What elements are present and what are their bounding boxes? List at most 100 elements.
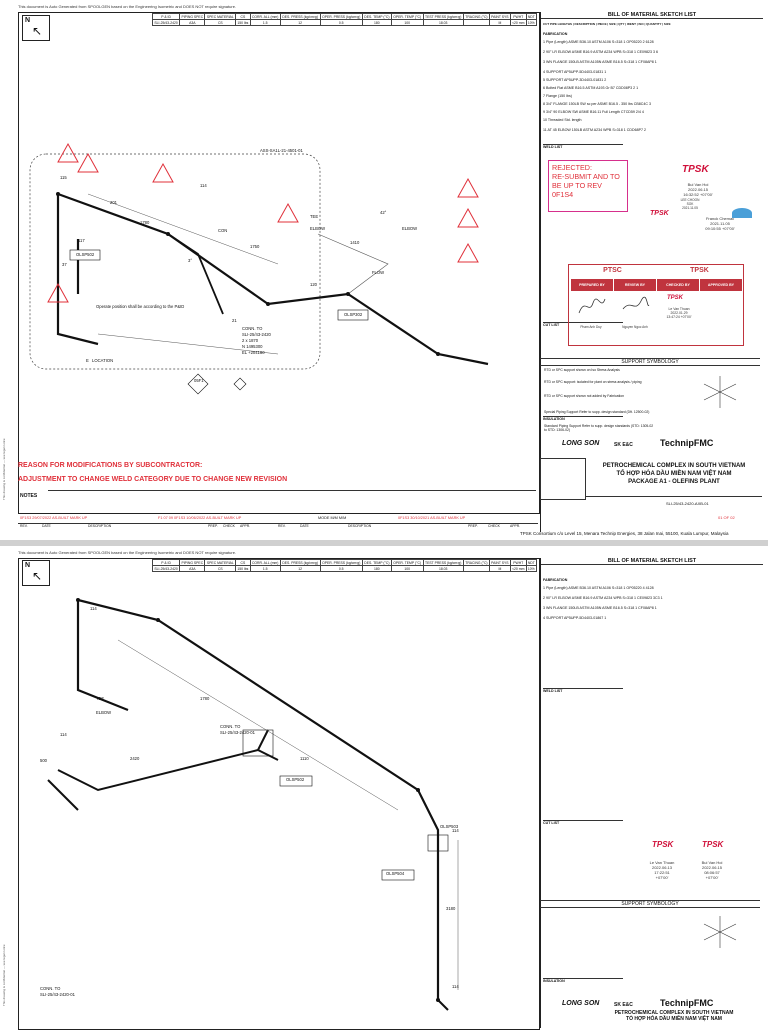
prop-value: M xyxy=(488,565,511,572)
bom-row: 9 3/4" 90 ELBOW SW ASME B16.11 Full Leng… xyxy=(543,110,644,114)
axis-symbol-icon xyxy=(703,376,737,408)
bom-title: BILL OF MATERIAL SKETCH LIST xyxy=(541,12,763,19)
prop-value: CS xyxy=(204,19,237,26)
prepared-name: Pham Anh Duy xyxy=(580,325,602,329)
connection-marker xyxy=(233,377,247,391)
dimension-label: 1780 xyxy=(140,220,150,225)
pipe-run xyxy=(56,194,99,346)
stamp-tz: +07'00' xyxy=(655,875,669,880)
rev-header: DESCRIPTION xyxy=(88,524,112,528)
support-symbology-title: SUPPORT SYMBOLOGY xyxy=(540,900,760,908)
sk-ec-logo: SK E&C xyxy=(614,1002,633,1008)
prop-value: 150 lbs xyxy=(235,19,251,26)
prop-value: 1.5 xyxy=(249,565,281,572)
checked-by-cell: CHECKED BY xyxy=(657,279,699,291)
revision-entry: F1 07 09 0F1S3 10/06/2022 AS-BUILT MARK … xyxy=(158,516,242,520)
checked-stamp: Le Van Thuan 2022.01.29 13:47:24 +07'00' xyxy=(659,307,699,319)
dimension-line xyxy=(317,233,389,295)
weld-number-label: 114 xyxy=(200,183,207,188)
north-arrow-icon: ↖ xyxy=(32,569,43,583)
conn-label: CONN. TO xyxy=(40,986,61,991)
isometric-drawing-1 xyxy=(29,142,489,395)
insulation-title: INSULATION xyxy=(543,978,623,983)
angle-label: 3° xyxy=(188,258,193,263)
symbology-row: RTD or SPC support: isolated for plant o… xyxy=(544,380,642,384)
elevation-label: EL +204180 xyxy=(242,350,265,355)
prop-value: M xyxy=(488,19,511,26)
bom-row: 3 WN FLANGE 150LB ASTM A105N ASME B16.5 … xyxy=(543,606,657,610)
pipe-run xyxy=(437,999,449,1011)
signature-stamp-lee: LEE CHOON SOK 2021.11.05 xyxy=(670,198,710,210)
prop-value: A3A xyxy=(179,565,206,572)
component-label: TEE xyxy=(310,214,319,219)
project-title-vn: TỔ HỢP HÓA DẦU MIỀN NAM VIỆT NAM xyxy=(626,1016,722,1022)
bom-row: 3 WN FLANGE 150LB ASTM A105N ASME B16.5 … xyxy=(543,60,657,64)
cut-list-title: CUT LIST xyxy=(543,322,623,327)
stamp-name: Bui Van Hoi xyxy=(687,182,709,187)
bom-header: ISO xyxy=(638,22,644,26)
bom-row: 2 90° LR ELBOW ASME B16.9 ASTM A234 WPB … xyxy=(543,596,663,600)
stamp-name: Le Van Thuan xyxy=(649,860,675,865)
stamp-time: 09:10:55 +07'00' xyxy=(705,226,735,231)
stamp-date: 2022.06.15 xyxy=(701,865,723,870)
reject-line: 0F1S4 xyxy=(552,190,574,199)
north-indicator: N ↖ xyxy=(22,560,50,586)
stamp-time: 13:47:24 +07'00' xyxy=(666,315,692,319)
signature-prepared xyxy=(578,298,606,314)
support-tag-box xyxy=(69,249,101,261)
bom-header: IDENT xyxy=(626,22,636,26)
sheet-divider xyxy=(0,540,768,546)
bom-title: BILL OF MATERIAL SKETCH LIST xyxy=(541,558,763,565)
support-frame xyxy=(427,834,449,852)
dimension-label: 500 xyxy=(40,758,47,763)
revision-cloud xyxy=(29,153,321,370)
tpsk-logo: TPSK xyxy=(702,840,724,849)
dimension-line xyxy=(117,639,399,811)
symbology-row: RTD or SPC support shown on Iso Stress A… xyxy=(544,368,620,372)
header-note: This document is Auto Generated from SPO… xyxy=(18,4,237,9)
dimension-label: 1750 xyxy=(250,244,260,249)
revision-header-row: REV. DATE DESCRIPTION PREP. CHECK APPR. … xyxy=(18,523,538,530)
stamp-line: LEE CHOON xyxy=(680,198,700,202)
prepared-by-cell: PREPARED BY xyxy=(571,279,613,291)
revision-triangle xyxy=(47,282,69,303)
weld-point xyxy=(266,302,270,306)
reason-detail: ADJUSTMENT TO CHANGE WELD CATEGORY DUE T… xyxy=(18,476,288,483)
weld-point xyxy=(346,292,350,296)
pipe-run xyxy=(47,779,79,811)
weld-number-label: 114 xyxy=(60,732,67,737)
revision-entry: 0F1S3 30/10/2021 AS-BUILT MARK UP xyxy=(398,516,466,520)
dimension-line xyxy=(97,333,279,355)
side-legal-note: This drawing is confidential — see legal… xyxy=(2,944,6,1006)
bom-row: 5 SUPPORT AP5UPP-3D4403-01831 2 xyxy=(543,78,607,82)
ptsc-title: PTSC xyxy=(603,267,622,274)
footer-address: TPSK Consortium c/o Level 15, Menara Tec… xyxy=(520,531,729,536)
pipe-run xyxy=(57,729,269,792)
signature-stamp-bui: Bui Van Hoi 2022.06.15 08:06:57 +07'00' xyxy=(690,860,734,880)
revision-strip: 0F1S3 29/07/2022 AS-BUILT MARK UP F1 07 … xyxy=(18,513,538,524)
bom-row: 4 SUPPORT AP5UPP-5D4403-01867 1 xyxy=(543,616,607,620)
rev-header: DATE xyxy=(300,524,309,528)
prop-value: 150 lbs xyxy=(235,565,251,572)
weld-number-label: 115 xyxy=(60,175,67,180)
approved-by-cell: APPROVED BY xyxy=(700,279,742,291)
component-label: ELBOW xyxy=(96,710,112,715)
support-tag-box xyxy=(279,775,313,787)
prop-value: 0.5 xyxy=(319,565,363,572)
bom-header-row: CUT PIPE LENGTHS | DESCRIPTION | PIECE |… xyxy=(543,22,671,26)
support-tag: OLSP302 xyxy=(344,312,363,317)
revision-entry: 0F1S3 29/07/2022 AS-BUILT MARK UP xyxy=(20,516,88,520)
drawing-sheet-1: This document is Auto Generated from SPO… xyxy=(2,4,765,536)
prop-value: 0.5 xyxy=(319,19,363,26)
weld-number-label: 114 xyxy=(452,828,459,833)
bom-header: DESCRIPTION xyxy=(574,22,596,26)
pipe-run xyxy=(57,192,489,366)
notes-label: NOTES xyxy=(20,493,38,499)
support-tag: OLSP504 xyxy=(386,871,405,876)
prop-value xyxy=(462,19,490,26)
coord-label: N 1495300 xyxy=(242,344,263,349)
dimension-label: 1780 xyxy=(200,696,210,701)
weld-number-label: 37 xyxy=(62,262,67,267)
conn-label: CONN. TO xyxy=(220,724,241,729)
bom-panel: BILL OF MATERIAL SKETCH LIST CUT PIPE LE… xyxy=(540,12,765,532)
